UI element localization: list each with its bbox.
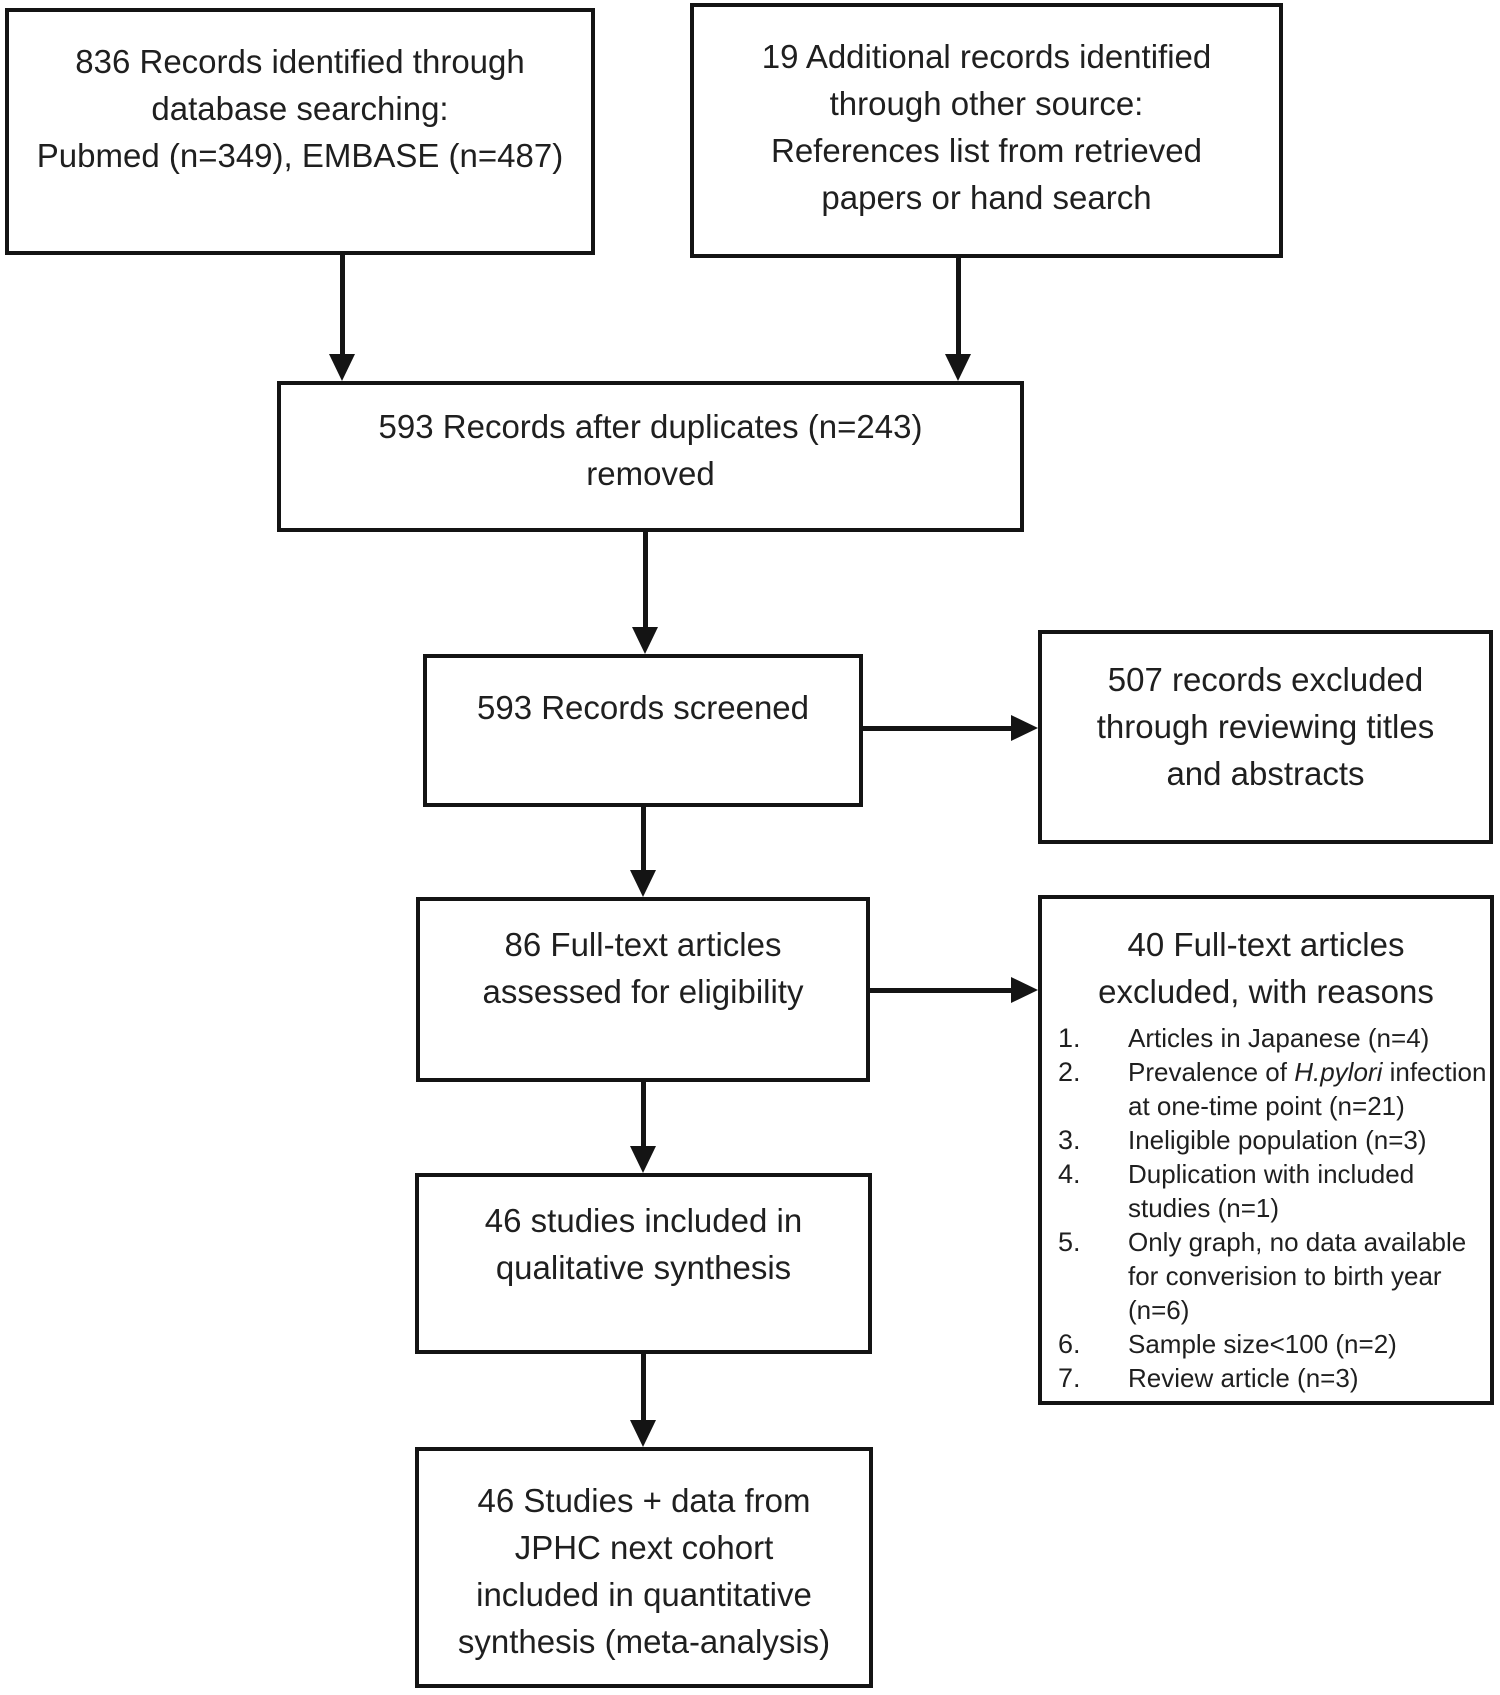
text-line: 836 Records identified through (75, 43, 525, 80)
text-line: and abstracts (1166, 755, 1365, 792)
box-records-screened: 593 Records screened (423, 654, 863, 807)
reason-item: 3. Ineligible population (n=3) (1058, 1123, 1486, 1157)
text-line: removed (586, 455, 715, 492)
reason-text: Review article (n=3) (1128, 1363, 1359, 1393)
text-line: papers or hand search (821, 179, 1152, 216)
reason-number: 7. (1058, 1363, 1081, 1393)
reason-number: 2. (1058, 1057, 1081, 1087)
text-line: 46 Studies + data from (477, 1482, 811, 1519)
reason-item: 7. Review article (n=3) (1058, 1361, 1486, 1395)
text-line: 19 Additional records identified (761, 38, 1212, 75)
text-line: database searching: (151, 90, 449, 127)
text-line: 46 studies included in (484, 1202, 803, 1239)
reason-text: Articles in Japanese (n=4) (1128, 1023, 1430, 1053)
text-line: assessed for eligibility (482, 973, 804, 1010)
text-line: 507 records excluded (1107, 661, 1424, 698)
text-line: through reviewing titles (1096, 708, 1435, 745)
box-quantitative-synthesis: 46 Studies + data from JPHC next cohort … (415, 1447, 873, 1688)
reason-number: 3. (1058, 1125, 1081, 1155)
box-records-after-duplicates-removed: 593 Records after duplicates (n=243) rem… (277, 381, 1024, 532)
text-line: References list from retrieved (771, 132, 1202, 169)
text-line: synthesis (meta-analysis) (457, 1623, 831, 1660)
reason-text: Sample size<100 (n=2) (1128, 1329, 1397, 1359)
text-line: excluded, with reasons (1098, 973, 1434, 1010)
reason-number: 5. (1058, 1227, 1081, 1257)
text-line: JPHC next cohort (514, 1529, 774, 1566)
exclusion-reasons-list: 1. Articles in Japanese (n=4) 2. Prevalence… (1042, 1021, 1490, 1395)
box-fulltext-assessed: 86 Full-text articles assessed for eligi… (416, 897, 870, 1082)
text-line: 593 Records after duplicates (n=243) (378, 408, 923, 445)
reason-text: Ineligible population (n=3) (1128, 1125, 1427, 1155)
text-line: 86 Full-text articles (504, 926, 782, 963)
box-fulltext-excluded-with-reasons: 40 Full-text articles excluded, with rea… (1038, 895, 1494, 1405)
reason-item: 1. Articles in Japanese (n=4) (1058, 1021, 1486, 1055)
box-records-identified-database: 836 Records identified through database … (5, 8, 595, 255)
text-line: qualitative synthesis (495, 1249, 792, 1286)
text-line: 40 Full-text articles (1127, 926, 1405, 963)
reason-number: 1. (1058, 1023, 1081, 1053)
box-qualitative-synthesis: 46 studies included in qualitative synth… (415, 1173, 872, 1354)
text-line: through other source: (829, 85, 1144, 122)
reason-number: 4. (1058, 1159, 1081, 1189)
reason-item: 6. Sample size<100 (n=2) (1058, 1327, 1486, 1361)
text-line: 593 Records screened (476, 689, 810, 726)
fulltext-excluded-heading: 40 Full-text articles excluded, with rea… (1042, 921, 1490, 1015)
box-records-identified-other-source: 19 Additional records identified through… (690, 3, 1283, 258)
text-line: included in quantitative (476, 1576, 812, 1613)
text-line: Pubmed (n=349), EMBASE (n=487) (36, 137, 564, 174)
box-records-excluded-screening: 507 records excluded through reviewing t… (1038, 630, 1493, 844)
reason-number: 6. (1058, 1329, 1081, 1359)
